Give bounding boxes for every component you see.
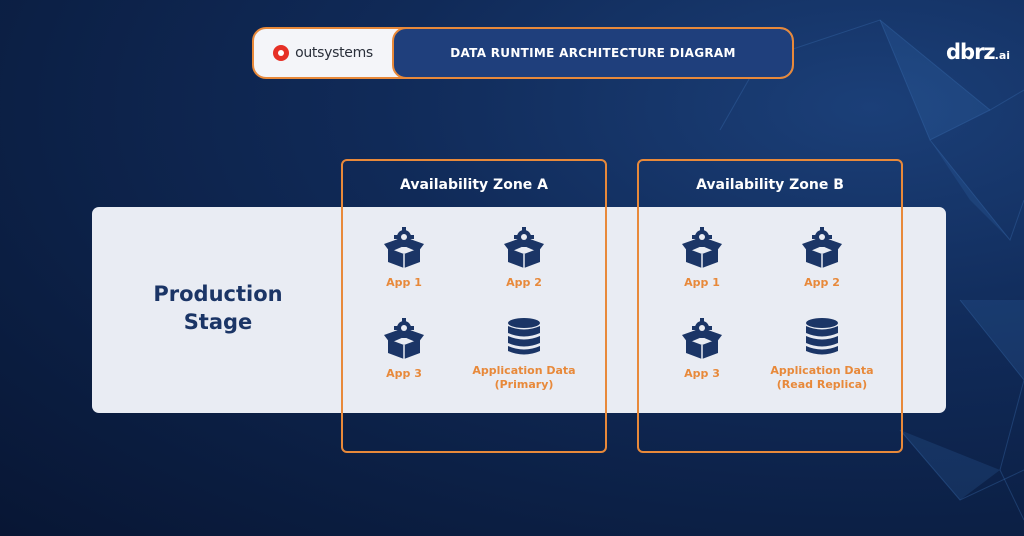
zone-b-app-2-label: App 2 (804, 276, 840, 289)
zone-a-app-1: App 1 (344, 226, 464, 290)
zone-a-app-3-label: App 3 (386, 367, 422, 380)
app-box-gear-icon (384, 318, 424, 359)
dbrz-logo-suffix: .ai (994, 49, 1011, 62)
dbrz-logo: dbrz.ai (946, 40, 1010, 64)
zone-b-app-3: App 3 (642, 317, 762, 381)
zone-a-app-1-label: App 1 (386, 276, 422, 289)
zone-b-app-1: App 1 (642, 226, 762, 290)
zone-a-data-label-line2: (Primary) (494, 378, 554, 391)
database-icon (806, 318, 838, 355)
zone-a-application-data: Application Data(Primary) (464, 318, 584, 392)
zone-a-app-2: App 2 (464, 226, 584, 290)
zone-a-app-3: App 3 (344, 317, 464, 381)
header-title-box: DATA RUNTIME ARCHITECTURE DIAGRAM (392, 29, 792, 77)
zone-b-frame (637, 159, 903, 453)
app-box-gear-icon (802, 227, 842, 268)
database-icon (508, 318, 540, 355)
diagram-title: DATA RUNTIME ARCHITECTURE DIAGRAM (450, 46, 736, 60)
zone-b-app-2: App 2 (762, 226, 882, 290)
zone-a-data-label-line1: Application Data (472, 364, 576, 377)
zone-b-app-1-label: App 1 (684, 276, 720, 289)
dbrz-logo-main: dbrz (946, 40, 996, 64)
brand-name: outsystems (295, 45, 373, 61)
app-box-gear-icon (682, 318, 722, 359)
outsystems-mark-icon (273, 45, 290, 61)
zone-b-application-data: Application Data(Read Replica) (762, 318, 882, 392)
zone-b-app-3-label: App 3 (684, 367, 720, 380)
zone-a-application-data-label: Application Data(Primary) (472, 364, 575, 392)
zone-b-title: Availability Zone B (696, 177, 844, 193)
zone-a-frame (341, 159, 607, 453)
stage-label-line2: Stage (183, 310, 253, 334)
stage-label: Production Stage (140, 280, 296, 336)
zone-b-application-data-label: Application Data(Read Replica) (770, 364, 873, 392)
zone-a-title: Availability Zone A (399, 177, 548, 193)
zone-b-data-label-line2: (Read Replica) (776, 378, 868, 391)
zone-b-data-label-line1: Application Data (770, 364, 874, 377)
zone-a-app-2-label: App 2 (506, 276, 542, 289)
app-box-gear-icon (682, 227, 722, 268)
app-box-gear-icon (384, 227, 424, 268)
outsystems-logo: outsystems (254, 29, 392, 77)
header-banner: outsystems DATA RUNTIME ARCHITECTURE DIA… (252, 27, 794, 79)
stage-label-line1: Production (153, 282, 283, 306)
app-box-gear-icon (504, 227, 544, 268)
